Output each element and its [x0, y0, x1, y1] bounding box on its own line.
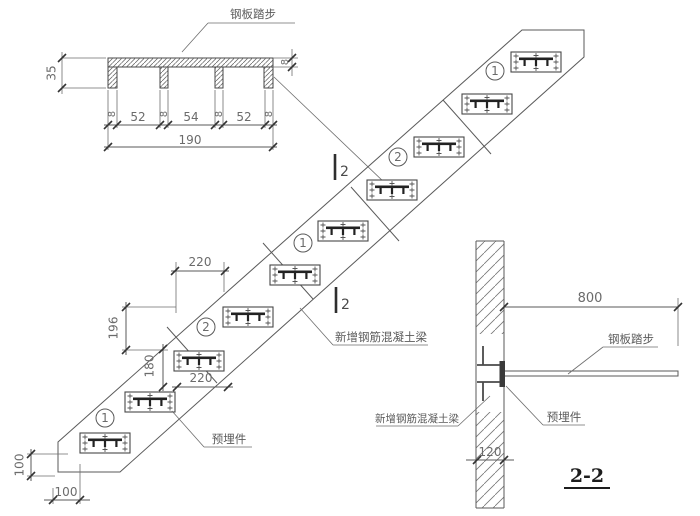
dim-corner-height-100: 100	[13, 449, 68, 481]
svg-text:220: 220	[190, 371, 213, 385]
svg-text:1: 1	[299, 236, 307, 250]
section-embed-label: 预埋件	[547, 410, 582, 424]
embed-plate	[461, 93, 513, 115]
embed-label-group: 预埋件	[171, 410, 252, 448]
detail-reference-leader	[273, 76, 386, 184]
svg-text:8: 8	[107, 111, 118, 117]
svg-text:1: 1	[491, 64, 499, 78]
tread-top-plate	[107, 57, 274, 68]
svg-text:52: 52	[130, 110, 145, 124]
svg-text:100: 100	[13, 454, 27, 477]
svg-text:8: 8	[280, 59, 291, 65]
section-beam-label-group: 新增钢筋混凝土梁	[375, 395, 491, 427]
svg-text:120: 120	[479, 445, 502, 459]
section-tread-label: 钢板踏步	[608, 332, 654, 346]
dim-tread-top-220: 220	[170, 255, 230, 313]
embed-plate-section	[499, 361, 505, 387]
tread-detail-label: 钢板踏步	[230, 7, 276, 21]
svg-text:2: 2	[394, 150, 402, 164]
dim-corner-width-100: 100	[44, 464, 90, 505]
svg-text:8: 8	[264, 111, 275, 117]
svg-text:52: 52	[236, 110, 251, 124]
section-2-2-drawing: 800 钢板踏步 新增钢筋混凝土梁 预埋件 120 2-2	[375, 240, 683, 509]
section-title: 2-2	[570, 465, 604, 487]
svg-text:8: 8	[159, 111, 170, 117]
dim-rise-180: 180	[143, 344, 168, 392]
section-cut-number: 2	[340, 164, 349, 180]
dim-ticks	[103, 120, 278, 130]
svg-text:220: 220	[189, 255, 212, 269]
tread-rib	[159, 66, 169, 89]
dim-spacing-row: 8 52 8 54 8 52 8	[103, 90, 278, 150]
section-beam-label: 新增钢筋混凝土梁	[375, 412, 459, 425]
section-embed-label-group: 预埋件	[505, 385, 585, 426]
embed-plate	[510, 51, 562, 73]
embed-plate	[317, 220, 369, 242]
stair-beam-plan: 1 2 1 2 1 2 2 新增钢筋混凝土梁 预埋件	[13, 29, 585, 505]
section-cut-number: 2	[341, 297, 350, 313]
dim-rise-196: 196	[107, 302, 176, 355]
svg-text:8: 8	[214, 111, 225, 117]
dim-height-35: 35	[45, 52, 106, 94]
svg-text:196: 196	[107, 317, 121, 340]
section-tread-label-group: 钢板踏步	[567, 332, 658, 375]
tread-detail-label-group: 钢板踏步	[181, 7, 295, 53]
beam-label: 新增钢筋混凝土梁	[335, 330, 427, 344]
embed-plate	[79, 432, 131, 454]
stair-beam-outline	[57, 29, 585, 473]
svg-text:190: 190	[179, 133, 202, 147]
anchor-bars	[477, 346, 500, 401]
embed-plate	[366, 179, 418, 201]
embed-plate	[222, 306, 274, 328]
section-cut-marks: 2 2	[333, 154, 350, 313]
dim-tread-bottom-220: 220	[172, 371, 233, 392]
beam-label-group: 新增钢筋混凝土梁	[299, 307, 428, 346]
svg-text:180: 180	[143, 355, 157, 378]
svg-text:800: 800	[578, 291, 603, 306]
tread-plate-section	[503, 370, 679, 377]
dim-length-800: 800	[499, 291, 683, 346]
tread-section-detail: 钢板踏步 35 8	[45, 7, 386, 184]
dim-thickness-8: 8	[273, 49, 298, 76]
svg-text:54: 54	[183, 110, 198, 124]
dim-beam-width-120: 120	[466, 445, 514, 465]
tread-rib	[263, 66, 274, 89]
svg-text:1: 1	[101, 411, 109, 425]
embed-plate	[269, 264, 321, 286]
embed-plate	[413, 136, 465, 158]
tread-rib	[214, 66, 224, 89]
section-title-group: 2-2	[564, 465, 610, 489]
dim-total-190: 190	[103, 133, 278, 152]
svg-text:100: 100	[55, 485, 78, 499]
segment-markers: 1 2 1 2 1	[95, 61, 505, 428]
embed-plate	[124, 391, 176, 413]
svg-text:2: 2	[202, 320, 210, 334]
wall-hatch-upper	[476, 241, 504, 334]
tread-rib	[107, 66, 118, 89]
embed-plate	[173, 350, 225, 372]
embed-label: 预埋件	[212, 432, 247, 446]
svg-text:35: 35	[45, 65, 59, 80]
